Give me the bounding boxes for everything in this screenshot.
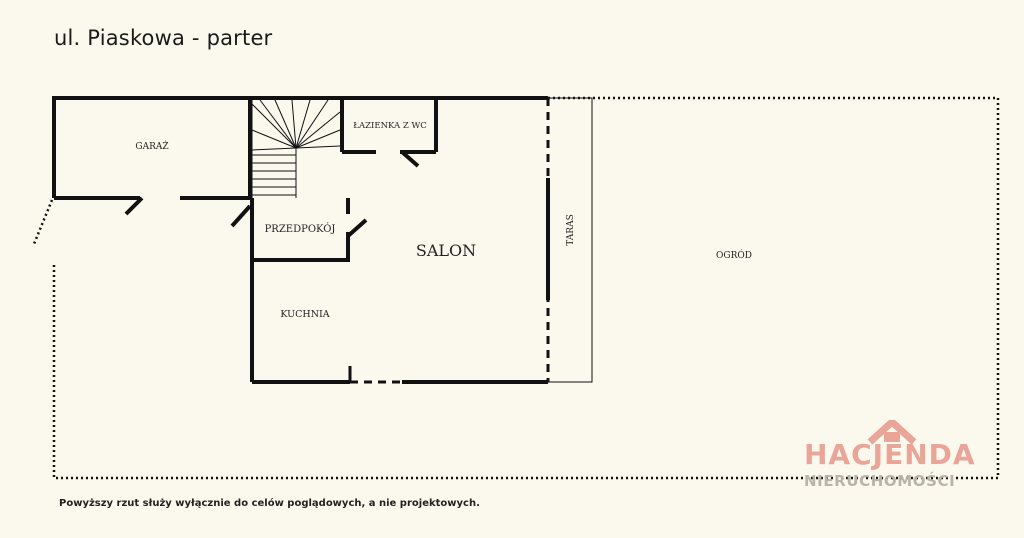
house-roof-icon xyxy=(867,420,917,445)
terrace-outline xyxy=(548,97,593,383)
hallway-label: PRZEDPOKÓJ xyxy=(265,223,336,235)
living-room-label: SALON xyxy=(416,241,476,260)
terrace-label: TARAS xyxy=(566,214,576,245)
staircase xyxy=(251,99,341,198)
kitchen-label: KUCHNIA xyxy=(280,309,329,320)
garden-label: OGRÓD xyxy=(716,249,752,261)
house-walls xyxy=(250,96,548,384)
bathroom-label: ŁAZIENKA Z WC xyxy=(353,121,426,131)
disclaimer-text: Powyższy rzut służy wyłącznie do celów p… xyxy=(59,498,480,509)
logo-subtitle: NIERUCHOMOŚCI xyxy=(804,472,956,490)
logo-name: HACJENDA xyxy=(804,438,976,471)
garage-walls xyxy=(52,96,252,228)
company-logo: HACJENDA NIERUCHOMOŚCI xyxy=(800,420,990,495)
garage-label: GARAŻ xyxy=(135,140,168,152)
garden-boundary xyxy=(32,96,1000,480)
page-title: ul. Piaskowa - parter xyxy=(54,26,273,50)
